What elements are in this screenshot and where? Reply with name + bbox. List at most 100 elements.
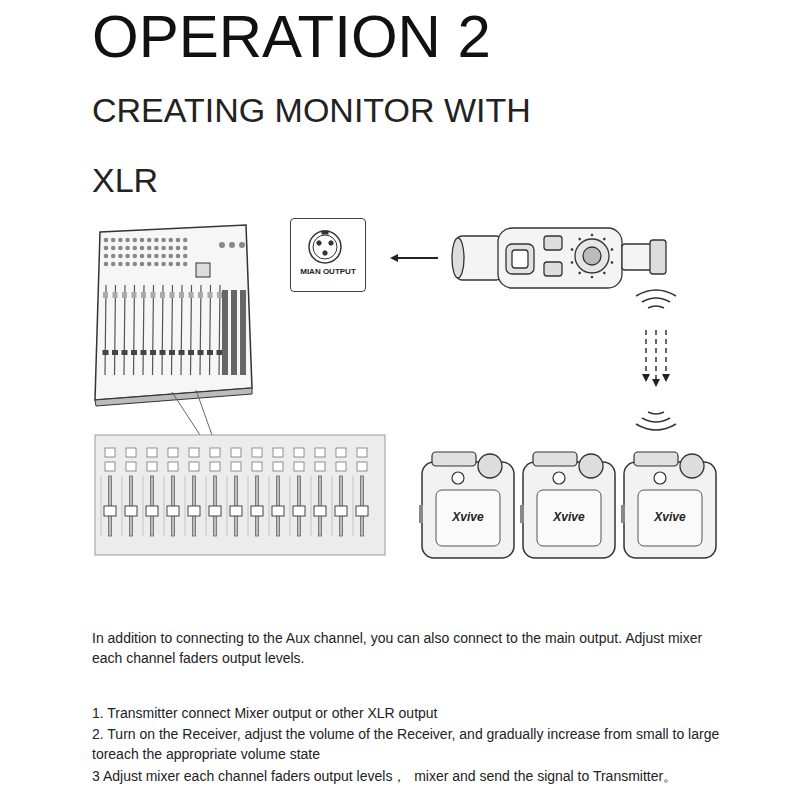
knob [183, 262, 188, 267]
node-label: MIAN OUTPUT [291, 267, 365, 277]
jack [553, 472, 565, 484]
fader-cap [188, 506, 200, 516]
knob [169, 254, 174, 259]
button [168, 462, 178, 471]
knob [133, 262, 138, 267]
leader-line [196, 390, 212, 435]
dashed-arrows [646, 330, 666, 385]
knob [169, 238, 174, 243]
button [217, 292, 222, 298]
fader-slot [181, 285, 182, 375]
knob [176, 262, 181, 267]
fader-cap [141, 350, 147, 355]
button [208, 292, 213, 298]
knob [133, 238, 138, 243]
scale [290, 476, 291, 536]
fader-cap [217, 350, 223, 355]
button [113, 292, 118, 298]
button [357, 462, 367, 471]
fader-slot [134, 285, 135, 375]
paragraph: In addition to connecting to the Aux cha… [92, 628, 722, 668]
button [231, 462, 241, 471]
fader-cap [103, 350, 109, 355]
fader-cap [293, 506, 305, 516]
scale [122, 476, 123, 536]
button [189, 448, 199, 457]
knob [176, 238, 181, 243]
knob [133, 246, 138, 251]
leader-line [172, 392, 200, 435]
knob [161, 238, 166, 243]
button [122, 292, 127, 298]
side-switch [419, 505, 423, 523]
fader-slot [200, 285, 201, 375]
knob [154, 262, 159, 267]
knob [169, 246, 174, 251]
receiver-body [523, 462, 615, 558]
knob [183, 246, 188, 251]
scale [185, 476, 186, 536]
dot [591, 234, 593, 236]
knob [229, 242, 235, 248]
button [147, 448, 157, 457]
knob [104, 238, 109, 243]
dot [579, 238, 581, 240]
dot [571, 262, 573, 264]
dot [603, 272, 605, 274]
master-fader [240, 290, 246, 375]
button [336, 448, 346, 457]
receivers [419, 452, 716, 558]
volume-knob [579, 454, 603, 478]
knob [161, 254, 166, 259]
button [179, 292, 184, 298]
fader-cap [198, 350, 204, 355]
knob [176, 254, 181, 259]
fader-cap [335, 506, 347, 516]
knob [111, 238, 116, 243]
knob [140, 238, 145, 243]
fader-cap [104, 506, 116, 516]
fader-cap [169, 350, 175, 355]
scale [269, 476, 270, 536]
knob [183, 254, 188, 259]
brand-logo: Xvive [638, 510, 702, 524]
button [252, 462, 262, 471]
fader-cap [167, 506, 179, 516]
knob [183, 238, 188, 243]
scale [227, 476, 228, 536]
fader-cap [131, 350, 137, 355]
fader-slot [219, 285, 220, 375]
dot [591, 276, 593, 278]
scale [206, 476, 207, 536]
fader-cap [272, 506, 284, 516]
output-box: MIAN OUTPUT [290, 218, 366, 292]
scale [353, 476, 354, 536]
scale [143, 476, 144, 536]
scale [101, 476, 102, 536]
button [210, 462, 220, 471]
master-fader [231, 290, 237, 375]
dot [603, 238, 605, 240]
receiver-top [432, 452, 476, 466]
knob [239, 242, 245, 248]
knob [147, 262, 152, 267]
fader-slot [115, 285, 116, 375]
button [170, 292, 175, 298]
wireless-signal [636, 290, 676, 430]
fader-slot [105, 285, 106, 375]
button [315, 462, 325, 471]
button [160, 292, 165, 298]
zoom-panel [95, 435, 385, 555]
fader-cap [207, 350, 213, 355]
step: 1. Transmitter connect Mixer output or o… [92, 703, 722, 723]
fader-slot [210, 285, 211, 375]
knob [154, 238, 159, 243]
button [147, 462, 157, 471]
knob [161, 246, 166, 251]
button [210, 448, 220, 457]
knob [104, 246, 109, 251]
receiver-face [638, 490, 702, 546]
button [189, 292, 194, 298]
transmitter-drawing [452, 228, 666, 288]
subtitle: XLR [92, 160, 292, 200]
